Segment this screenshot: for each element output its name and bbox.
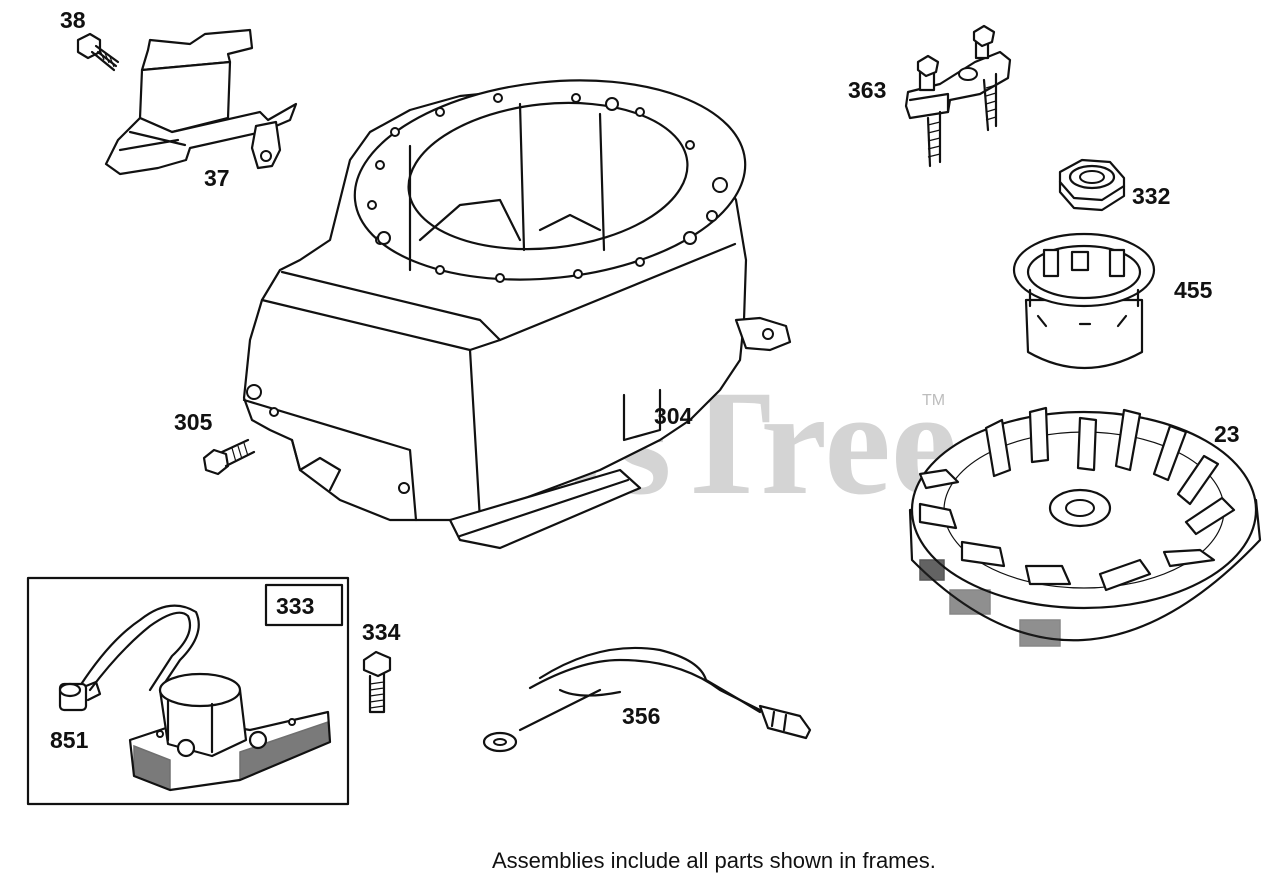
part-38-screw-drawing[interactable]: [76, 32, 120, 72]
part-305-screw-drawing[interactable]: [202, 438, 256, 476]
part-23-flywheel-drawing[interactable]: [908, 406, 1262, 647]
part-37-shield-drawing[interactable]: [104, 28, 298, 176]
label-23: 23: [1214, 421, 1240, 447]
label-332: 332: [1132, 183, 1170, 209]
part-356-ground-wire-drawing[interactable]: [482, 646, 812, 753]
assembly-frame-333[interactable]: [26, 576, 350, 806]
label-305: 305: [174, 409, 213, 435]
part-332-nut-drawing[interactable]: [1058, 158, 1126, 212]
part-304-blower-housing-drawing[interactable]: [242, 62, 792, 550]
label-455: 455: [1174, 277, 1213, 303]
flywheel-magnet-pads: [919, 559, 1061, 647]
watermark-trademark: TM: [922, 392, 945, 409]
part-455-cup-drawing[interactable]: [1012, 232, 1156, 370]
part-334-screw-drawing[interactable]: [362, 650, 392, 714]
flywheel-fins: [918, 406, 1236, 592]
label-37: 37: [204, 165, 230, 191]
housing-bolt-holes: [367, 93, 728, 283]
label-333-frame: 333: [276, 593, 314, 619]
part-851-terminal-drawing[interactable]: [58, 680, 102, 712]
label-38: 38: [60, 7, 86, 33]
part-363-bracket-drawing[interactable]: [904, 24, 1012, 168]
footnote: Assemblies include all parts shown in fr…: [492, 848, 936, 873]
label-334: 334: [362, 619, 401, 645]
label-304: 304: [654, 403, 693, 429]
label-356: 356: [622, 703, 660, 729]
label-363: 363: [848, 77, 886, 103]
label-851: 851: [50, 727, 89, 753]
